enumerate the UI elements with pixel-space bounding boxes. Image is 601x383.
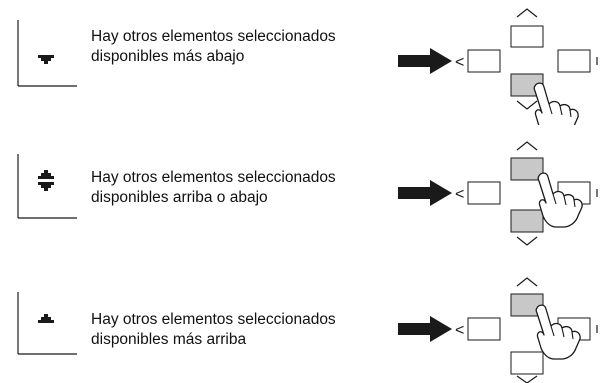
row-1-diagram: <	[17, 8, 598, 125]
row-more-below: < Hay otros elementos seleccionados disp…	[0, 0, 601, 125]
display-panel-bracket	[17, 292, 77, 355]
left-chevron-glyph: <	[455, 54, 464, 71]
scroll-up-indicator-icon	[38, 314, 54, 323]
up-chevron-icon	[516, 141, 538, 151]
arrow-right-icon	[398, 48, 452, 74]
row-2-diagram: <	[17, 141, 598, 246]
arrow-right-icon	[398, 316, 452, 342]
left-chevron-glyph: <	[455, 322, 464, 339]
pointing-hand-icon	[537, 172, 583, 228]
caption-line-1: Hay otros elementos seleccionados	[91, 169, 336, 186]
caption: Hay otros elementos seleccionados dispon…	[91, 27, 336, 67]
row-more-above: < Hay otros elementos seleccionados disp…	[0, 270, 601, 383]
left-chevron-glyph: <	[455, 186, 464, 203]
caption-line-2: disponibles arriba o abajo	[91, 189, 268, 206]
display-panel-bracket	[17, 154, 77, 219]
down-key[interactable]	[510, 351, 544, 375]
caption-line-1: Hay otros elementos seleccionados	[91, 311, 336, 328]
pointing-hand-icon	[535, 304, 581, 360]
caption-line-2: disponibles más arriba	[91, 331, 247, 348]
up-chevron-icon	[516, 277, 538, 287]
row-3-diagram: <	[17, 277, 598, 383]
scroll-down-indicator-icon	[38, 55, 54, 64]
caption-line-1: Hay otros elementos seleccionados	[91, 28, 336, 45]
caption-line-2: disponibles más abajo	[91, 48, 245, 65]
up-chevron-icon	[516, 8, 538, 18]
left-key[interactable]	[467, 49, 501, 73]
left-key[interactable]	[467, 181, 501, 205]
caption: Hay otros elementos seleccionados dispon…	[91, 168, 336, 208]
arrow-right-icon	[398, 180, 452, 206]
row-more-above-or-below: < Hay otros elementos seleccionados disp…	[0, 136, 601, 246]
down-chevron-icon	[516, 236, 538, 246]
down-key-pressed[interactable]	[510, 209, 544, 233]
scroll-up-down-indicator-icon	[38, 170, 54, 191]
up-key-pressed[interactable]	[510, 157, 544, 181]
down-chevron-icon	[516, 100, 538, 110]
right-key[interactable]	[557, 49, 591, 73]
display-panel-bracket	[17, 20, 77, 87]
left-key[interactable]	[467, 317, 501, 341]
pointing-hand-icon	[533, 82, 579, 125]
up-key[interactable]	[510, 25, 544, 48]
caption: Hay otros elementos seleccionados dispon…	[91, 310, 336, 350]
down-chevron-icon	[516, 375, 538, 383]
